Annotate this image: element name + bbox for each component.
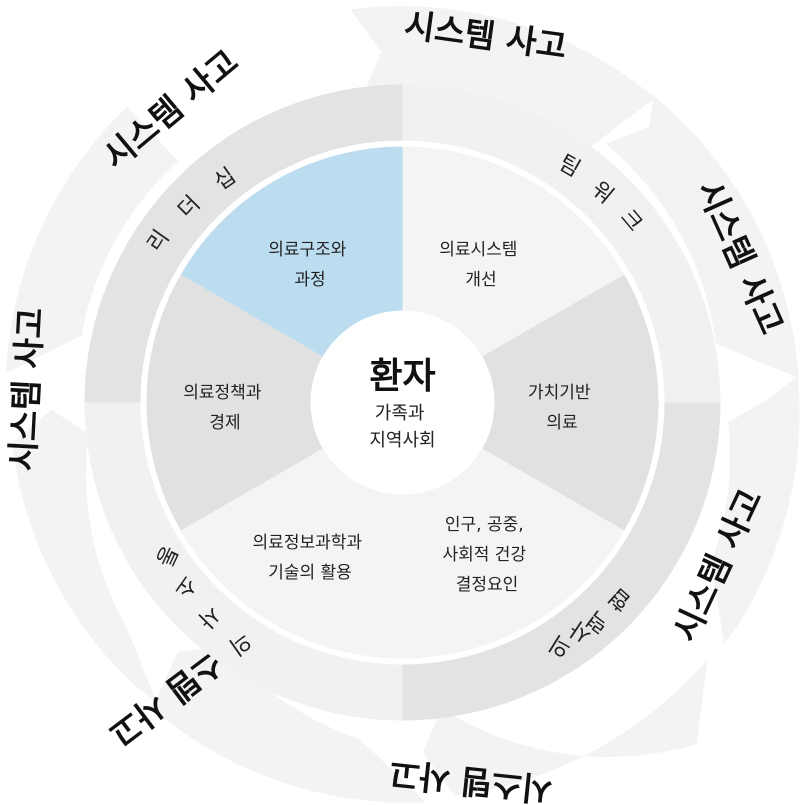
outer-arrow-6 bbox=[11, 409, 157, 703]
sector-label-informatics: 의료정보과학과 기술의 활용 bbox=[253, 533, 368, 583]
outer-arrow-5 bbox=[151, 646, 427, 803]
sector-labels: 의료시스템 개선 가치기반 의료 인구, 공중, 사회적 건강 결정요인 의료정… bbox=[183, 240, 596, 595]
sector-value-based-care bbox=[402, 274, 659, 531]
outer-ring bbox=[6, 6, 800, 803]
sector-label-health-system: 의료시스템 개선 bbox=[439, 240, 523, 290]
outer-arrow-4 bbox=[422, 660, 708, 796]
sector-label-value-based: 가치기반 의료 bbox=[528, 383, 596, 433]
sector-label-determinants: 인구, 공중, 사회적 건강 결정요인 bbox=[442, 515, 531, 595]
center-circle bbox=[310, 310, 495, 495]
sector-policy-economics bbox=[146, 274, 403, 531]
center-title: 환자 bbox=[369, 356, 435, 397]
sector-label-structure: 의료구조와 과정 bbox=[268, 240, 352, 290]
center-hub: 환자 가족과 지역사회 bbox=[310, 310, 495, 495]
outer-label-left: 시스템 사고 bbox=[3, 307, 50, 472]
outer-arrow-7 bbox=[6, 106, 179, 373]
outer-arrow-2 bbox=[605, 95, 799, 379]
center-subtitle: 가족과 지역사회 bbox=[369, 403, 435, 451]
outer-arrow-1 bbox=[350, 6, 656, 152]
sector-label-policy: 의료정책과 경제 bbox=[183, 383, 267, 433]
outer-arrow-3 bbox=[710, 375, 800, 644]
